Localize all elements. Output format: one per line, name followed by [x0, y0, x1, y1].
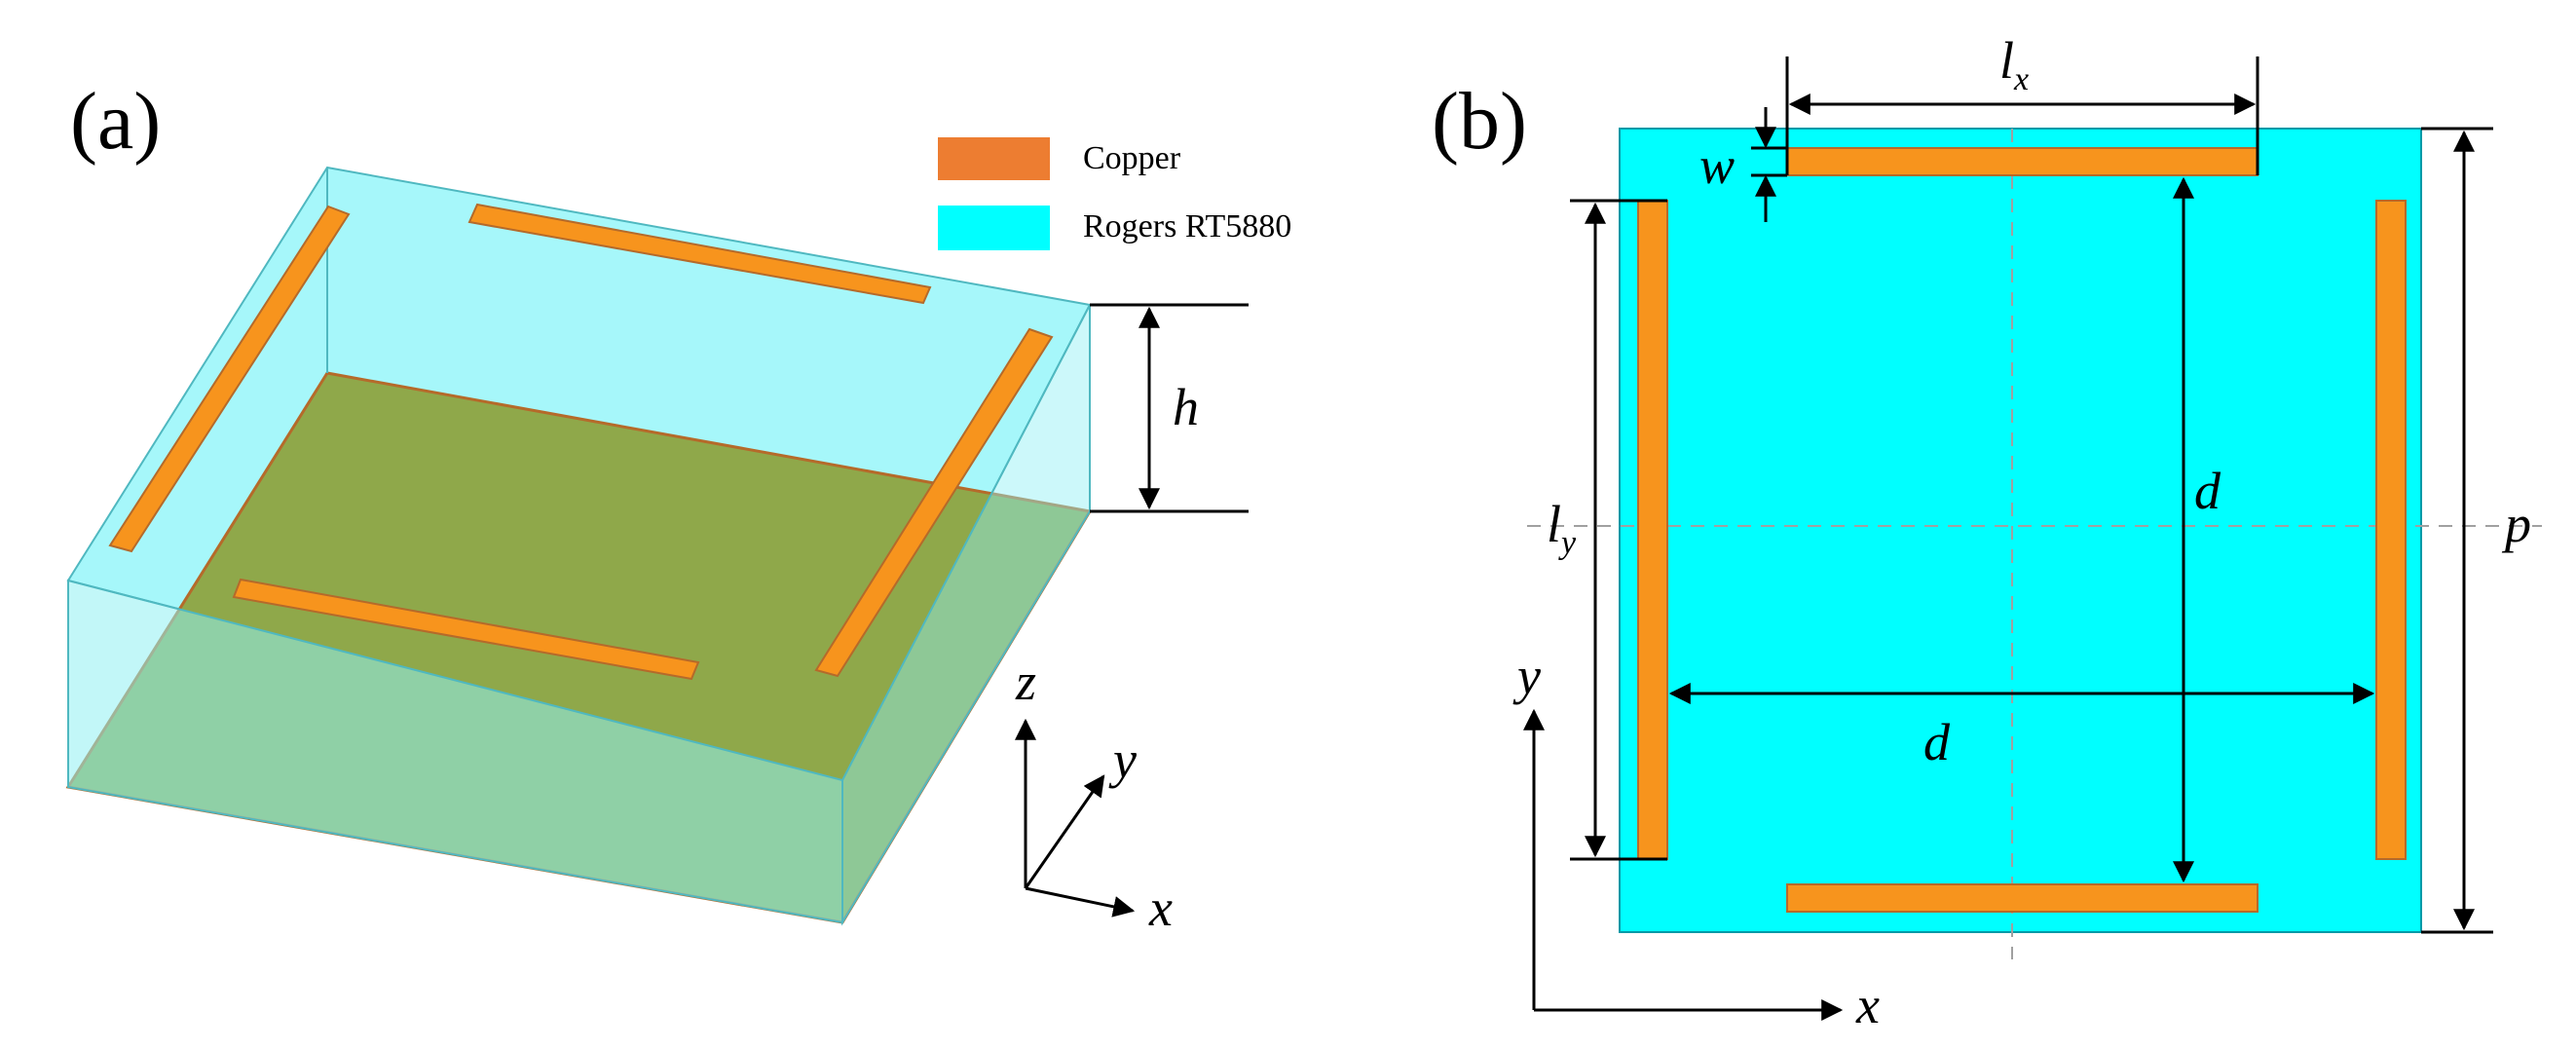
dim-lx-sub: x	[2013, 61, 2029, 97]
dim-d-vertical-label: d	[2194, 462, 2221, 520]
copper-strip-left-2d	[1637, 200, 1668, 860]
panel-b: (b) lx w	[1432, 31, 2542, 1034]
panel-b-label: (b)	[1432, 76, 1527, 167]
dimension-ly: ly	[1547, 199, 1667, 861]
unit-cell-3d	[65, 166, 1093, 926]
legend-swatch-copper	[938, 137, 1050, 180]
legend-swatch-rogers	[938, 206, 1050, 250]
axis-y-2d-label: y	[1512, 647, 1541, 705]
dim-d-horizontal-label: d	[1923, 713, 1951, 771]
dim-lx-label: lx	[1999, 31, 2029, 97]
copper-strip-top	[467, 203, 932, 305]
copper-strip-right	[814, 327, 1054, 678]
axis-x-label: x	[1148, 879, 1173, 937]
copper-strip-right-2d	[2375, 200, 2407, 860]
dimension-lx: lx	[1785, 31, 2259, 175]
axis-x-2d-label: x	[1855, 976, 1880, 1034]
dim-w-label: w	[1699, 136, 1735, 195]
substrate-2d	[1619, 128, 2422, 933]
dim-h-label: h	[1173, 378, 1199, 436]
axes-2d: y x	[1512, 647, 1880, 1034]
dim-lx-main: l	[1999, 31, 2014, 90]
dimension-w: w	[1699, 107, 1787, 222]
copper-strip-top-2d	[1786, 147, 2259, 176]
panel-a-label: (a)	[70, 76, 161, 167]
dim-ly-sub: y	[1558, 525, 1577, 561]
axis-y	[1024, 774, 1105, 889]
legend: Copper Rogers RT5880	[938, 137, 1291, 250]
axis-x	[1025, 886, 1136, 918]
axes-3d: z y x	[1015, 653, 1173, 937]
legend-label-copper: Copper	[1083, 140, 1181, 176]
dim-p-label: p	[2501, 495, 2531, 553]
copper-strip-bottom	[232, 578, 700, 681]
axis-y-label: y	[1108, 731, 1137, 789]
dimension-p: p	[2421, 127, 2531, 934]
dim-ly-main: l	[1547, 495, 1561, 553]
copper-strip-bottom-2d	[1786, 883, 2259, 913]
dimension-d-horizontal: d	[1668, 683, 2375, 771]
dimension-d-vertical: d	[2173, 176, 2221, 883]
axis-z-label: z	[1015, 653, 1036, 711]
dim-ly-label: ly	[1547, 495, 1577, 561]
dimension-h: h	[1090, 303, 1249, 513]
copper-strip-left	[108, 205, 351, 553]
legend-label-rogers: Rogers RT5880	[1083, 208, 1291, 244]
panel-a: (a) Copper Rogers RT5880	[65, 76, 1291, 937]
